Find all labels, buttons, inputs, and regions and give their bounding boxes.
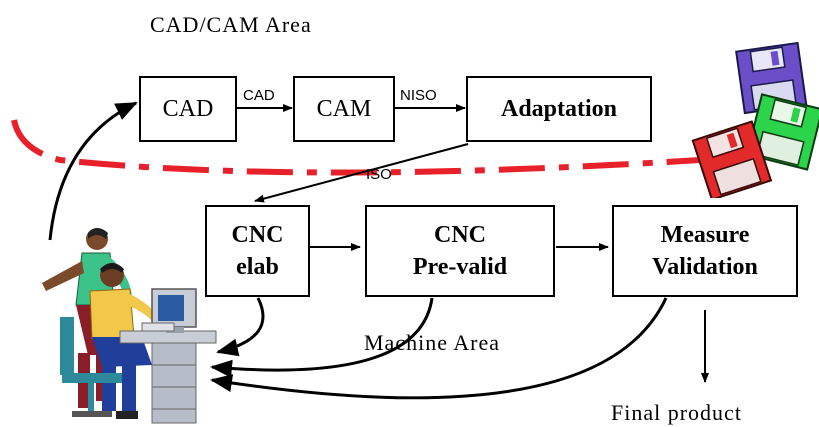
- cad-box: CAD: [139, 76, 237, 142]
- edge-label-niso: NISO: [400, 87, 437, 104]
- measure-validation-line2: Validation: [652, 254, 758, 280]
- cam-box: CAM: [293, 76, 395, 142]
- cad-box-label: CAD: [162, 95, 214, 122]
- operators-computer-icon: [42, 228, 217, 424]
- arrow-adaptation-to-cnc-elab: [254, 143, 469, 203]
- measure-validation-box: Measure Validation: [612, 205, 798, 297]
- area-boundary-line: [11, 119, 701, 176]
- feedback-arrow-elab: [216, 297, 265, 357]
- cnc-elab-box: CNC elab: [205, 205, 310, 297]
- measure-validation-line1: Measure: [660, 222, 750, 248]
- adaptation-box-label: Adaptation: [500, 96, 618, 122]
- cad-cam-area-label: CAD/CAM Area: [150, 12, 312, 37]
- adaptation-box: Adaptation: [466, 76, 652, 142]
- arrow-operators-to-cad: [48, 101, 138, 241]
- cnc-prevalid-line2: Pre-valid: [412, 254, 508, 280]
- feedback-arrow-measure: [210, 297, 668, 400]
- edge-label-cad: CAD: [243, 87, 275, 104]
- cnc-elab-line1: CNC: [231, 222, 284, 248]
- feedback-arrow-prevalid: [210, 297, 434, 378]
- floppy-disks-icon: [691, 41, 819, 198]
- machine-area-label: Machine Area: [364, 330, 500, 355]
- cnc-prevalid-box: CNC Pre-valid: [365, 205, 555, 297]
- cnc-prevalid-line1: CNC: [434, 222, 486, 248]
- final-product-label: Final product: [611, 400, 742, 425]
- cam-box-label: CAM: [316, 95, 372, 122]
- cnc-elab-line2: elab: [236, 254, 279, 280]
- edge-label-iso: ISO: [366, 166, 392, 183]
